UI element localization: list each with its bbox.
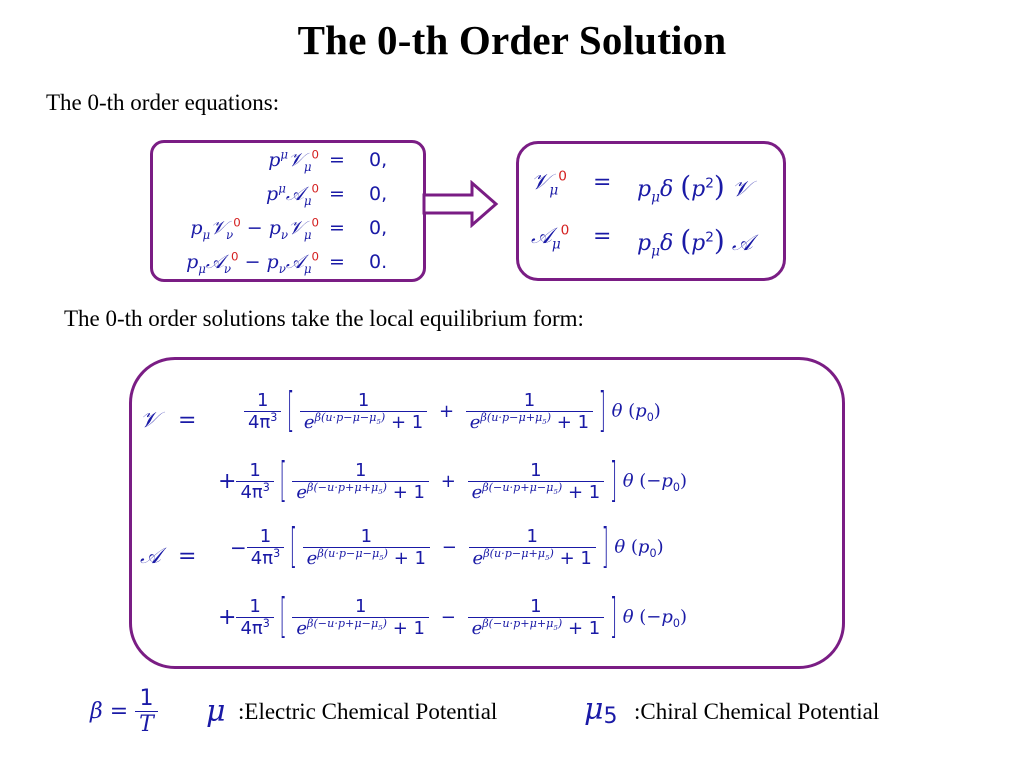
equals-sign: = xyxy=(178,408,197,433)
solutions-intro-text: The 0-th order solutions take the local … xyxy=(64,306,584,331)
equals-sign: = xyxy=(329,217,345,239)
solution-V-lhs: 𝒱μ0 xyxy=(531,168,567,199)
page-title: The 0-th Order Solution xyxy=(297,17,727,63)
zeroth-order-solution-box: 𝒱μ0 = pμδ (p2) 𝒱 𝒜μ0 = pμδ (p2) 𝒜 xyxy=(516,141,786,281)
equation-2: pμ𝒜μ0 xyxy=(266,181,319,208)
mu5-description: :Chiral Chemical Potential xyxy=(634,699,880,724)
equation-4-rhs: 0. xyxy=(369,251,388,273)
equation-4: pμ𝒜ν0 − pν𝒜μ0 xyxy=(186,249,319,276)
solution-list: 𝒱μ0 = pμδ (p2) 𝒱 𝒜μ0 = pμδ (p2) 𝒜 xyxy=(519,144,783,278)
V-symbol: 𝒱 xyxy=(140,408,159,433)
equation-3-rhs: 0, xyxy=(369,217,388,239)
equation-1-rhs: 0, xyxy=(369,149,388,171)
equals-sign: = xyxy=(329,183,345,205)
solution-A-rhs: pμδ (p2) 𝒜 xyxy=(637,224,753,260)
equals-sign: = xyxy=(593,170,612,195)
mu5-symbol: μ5 xyxy=(584,692,618,729)
right-arrow-icon xyxy=(422,180,499,228)
mu-symbol: μ xyxy=(206,694,226,729)
zeroth-order-equations-box: pμ𝒱μ0 = 0, pμ𝒜μ0 = 0, pμ𝒱ν0 − pν𝒱μ0 = 0,… xyxy=(150,140,426,282)
equals-sign: = xyxy=(593,224,612,249)
equation-1: pμ𝒱μ0 xyxy=(268,147,319,174)
equation-2-rhs: 0, xyxy=(369,183,388,205)
solution-A-lhs: 𝒜μ0 xyxy=(531,222,570,253)
solution-V-rhs: pμδ (p2) 𝒱 xyxy=(637,170,751,206)
equals-sign: = xyxy=(178,544,197,569)
equals-sign: = xyxy=(329,149,345,171)
mu-description: :Electric Chemical Potential xyxy=(238,699,498,724)
intro-text: The 0-th order equations: xyxy=(46,90,280,115)
equation-3: pμ𝒱ν0 − pν𝒱μ0 xyxy=(190,215,319,242)
A-symbol: 𝒜 xyxy=(140,544,161,569)
equation-list: pμ𝒱μ0 = 0, pμ𝒜μ0 = 0, pμ𝒱ν0 − pν𝒱μ0 = 0,… xyxy=(153,143,423,279)
equals-sign: = xyxy=(329,251,345,273)
